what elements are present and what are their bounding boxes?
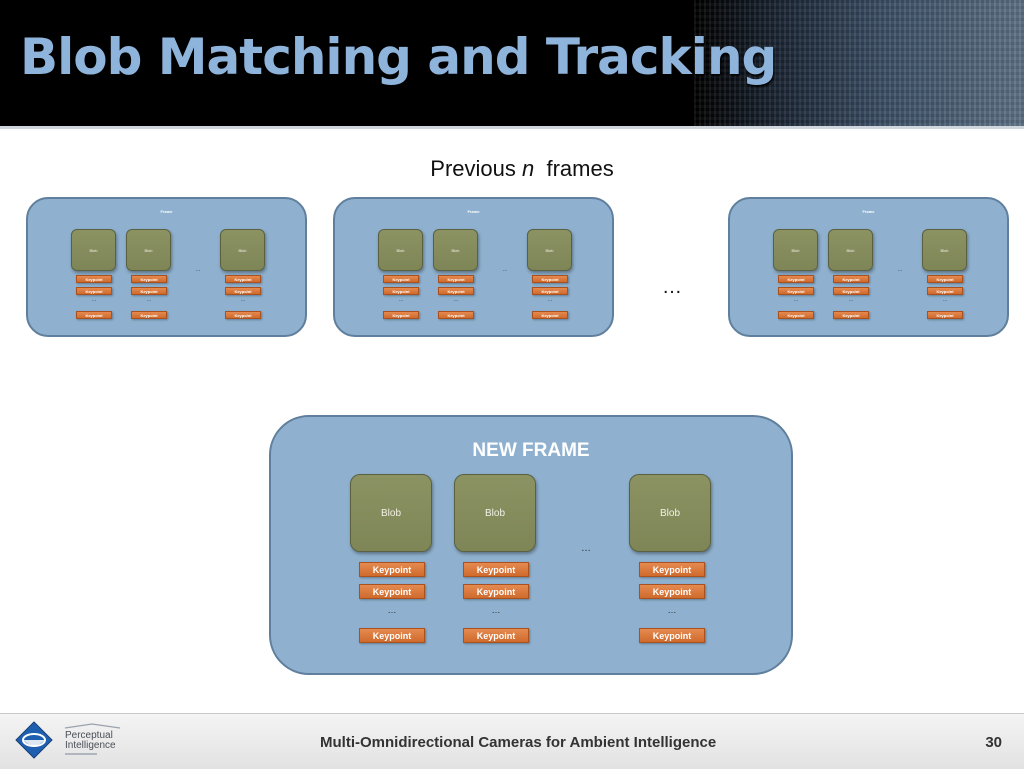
mini-blob-2: Blob <box>828 229 873 271</box>
mini-keypoint-3-3: Keypoint <box>225 311 261 319</box>
mini-blob-ellipsis: … <box>897 267 903 273</box>
subtitle-variable: n <box>521 156 535 181</box>
lab-logo-icon <box>15 721 53 759</box>
mini-blob-1: Blob <box>773 229 818 271</box>
mini-blob-ellipsis: … <box>502 267 508 273</box>
mini-keypoint-3-1: Keypoint <box>927 275 963 283</box>
page-number: 30 <box>985 734 1002 751</box>
mini-keypoint-1-1: Keypoint <box>76 275 112 283</box>
mini-keypoint-1-2: Keypoint <box>383 287 419 295</box>
previous-frame-label: Frame <box>160 209 173 214</box>
mini-blob-2: Blob <box>126 229 171 271</box>
mini-keypoint-2-3: Keypoint <box>833 311 869 319</box>
keypoint-2-2: Keypoint <box>463 584 529 599</box>
mini-keypoint-2-1: Keypoint <box>438 275 474 283</box>
new-frame-label: NEW FRAME <box>472 440 590 461</box>
mini-keypoint-2-2: Keypoint <box>131 287 167 295</box>
mini-keypoint-ellipsis: … <box>398 297 404 303</box>
slide-footer: Perceptual Intelligence Multi-Omnidirect… <box>0 713 1024 769</box>
mini-blob-ellipsis: … <box>195 267 201 273</box>
mini-keypoint-3-2: Keypoint <box>225 287 261 295</box>
blob-1: Blob <box>350 474 432 552</box>
mini-blob-1: Blob <box>71 229 116 271</box>
keypoint-ellipsis-1: … <box>387 605 397 615</box>
footer-title: Multi-Omnidirectional Cameras for Ambien… <box>320 734 717 751</box>
mini-blob-1: Blob <box>378 229 423 271</box>
diagram-subtitle: Previous n frames <box>0 156 1024 182</box>
keypoint-1-2: Keypoint <box>359 584 425 599</box>
mini-keypoint-ellipsis: … <box>848 297 854 303</box>
mini-keypoint-ellipsis: … <box>793 297 799 303</box>
mini-keypoint-3-1: Keypoint <box>532 275 568 283</box>
title-texture <box>694 0 1024 126</box>
mini-keypoint-ellipsis: … <box>91 297 97 303</box>
mini-keypoint-3-2: Keypoint <box>532 287 568 295</box>
mini-keypoint-2-3: Keypoint <box>131 311 167 319</box>
mini-keypoint-2-1: Keypoint <box>833 275 869 283</box>
subtitle-suffix: frames <box>546 156 614 181</box>
mini-keypoint-1-3: Keypoint <box>76 311 112 319</box>
mini-keypoint-1-2: Keypoint <box>778 287 814 295</box>
lab-logo-wordmark: Perceptual Intelligence <box>64 723 121 755</box>
keypoint-ellipsis-2: … <box>491 605 501 615</box>
keypoint-2-1: Keypoint <box>463 562 529 577</box>
keypoint-3-1: Keypoint <box>639 562 705 577</box>
mini-blob-3: Blob <box>922 229 967 271</box>
mini-keypoint-2-2: Keypoint <box>833 287 869 295</box>
mini-keypoint-3-3: Keypoint <box>927 311 963 319</box>
logo-line-1: Perceptual <box>65 730 113 741</box>
mini-keypoint-ellipsis: … <box>547 297 553 303</box>
title-bar: Blob Matching and Tracking <box>0 0 1024 129</box>
mini-blob-2: Blob <box>433 229 478 271</box>
mini-blob-3: Blob <box>527 229 572 271</box>
blob-3: Blob <box>629 474 711 552</box>
keypoint-1-3: Keypoint <box>359 628 425 643</box>
mini-keypoint-2-3: Keypoint <box>438 311 474 319</box>
blob-2: Blob <box>454 474 536 552</box>
previous-frame-label: Frame <box>862 209 875 214</box>
mini-keypoint-1-3: Keypoint <box>778 311 814 319</box>
new-frame-box: NEW FRAME Blob Blob Blob … Keypoint Keyp… <box>269 415 793 675</box>
keypoint-ellipsis-3: … <box>667 605 677 615</box>
mini-keypoint-2-1: Keypoint <box>131 275 167 283</box>
mini-keypoint-1-1: Keypoint <box>778 275 814 283</box>
keypoint-3-2: Keypoint <box>639 584 705 599</box>
slide-title: Blob Matching and Tracking <box>20 28 777 86</box>
mini-keypoint-ellipsis: … <box>240 297 246 303</box>
mini-keypoint-ellipsis: … <box>453 297 459 303</box>
mini-keypoint-ellipsis: … <box>942 297 948 303</box>
previous-frame-label: Frame <box>467 209 480 214</box>
mini-keypoint-3-2: Keypoint <box>927 287 963 295</box>
mini-blob-3: Blob <box>220 229 265 271</box>
blob-ellipsis: … <box>581 543 591 554</box>
mini-keypoint-1-2: Keypoint <box>76 287 112 295</box>
mini-keypoint-1-1: Keypoint <box>383 275 419 283</box>
mini-keypoint-1-3: Keypoint <box>383 311 419 319</box>
frames-ellipsis: … <box>662 276 682 298</box>
keypoint-3-3: Keypoint <box>639 628 705 643</box>
mini-keypoint-2-2: Keypoint <box>438 287 474 295</box>
keypoint-2-3: Keypoint <box>463 628 529 643</box>
mini-keypoint-3-1: Keypoint <box>225 275 261 283</box>
mini-keypoint-ellipsis: … <box>146 297 152 303</box>
logo-line-2: Intelligence <box>65 740 116 751</box>
subtitle-prefix: Previous <box>430 156 516 181</box>
mini-keypoint-3-3: Keypoint <box>532 311 568 319</box>
keypoint-1-1: Keypoint <box>359 562 425 577</box>
